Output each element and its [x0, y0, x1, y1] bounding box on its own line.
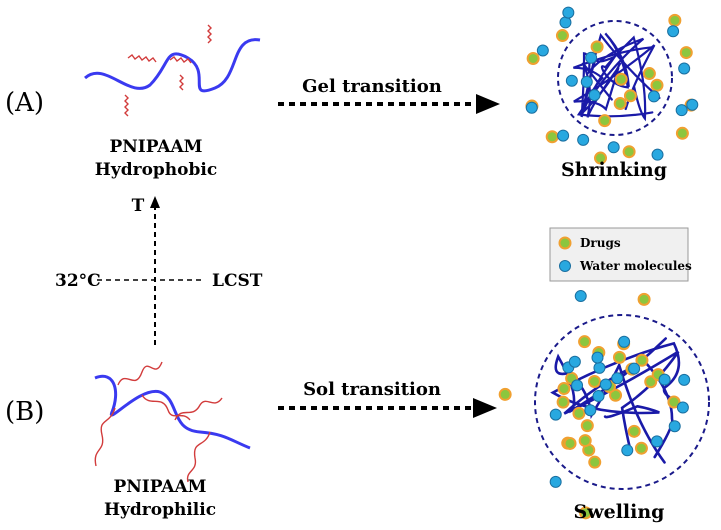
- drug-molecule: [679, 46, 693, 60]
- water-molecule: [599, 378, 612, 391]
- water-molecule: [585, 51, 598, 64]
- panel-b-label: (B): [5, 397, 44, 427]
- water-molecule: [621, 444, 634, 457]
- water-molecule: [651, 148, 664, 161]
- drug-molecule: [588, 455, 602, 469]
- drug-molecule: [598, 114, 612, 128]
- water-molecule: [588, 89, 601, 102]
- water-molecule: [676, 401, 689, 414]
- water-molecule: [592, 390, 605, 403]
- water-molecule: [525, 101, 538, 114]
- water-molecule: [536, 44, 549, 57]
- network-boundary: [557, 20, 673, 136]
- water-molecule: [580, 75, 593, 88]
- drug-molecule: [623, 89, 637, 103]
- water-molecule: [650, 435, 663, 448]
- water-molecule: [568, 355, 581, 368]
- swelling-network: [498, 290, 710, 520]
- drug-molecule: [667, 395, 681, 409]
- legend: [549, 227, 689, 282]
- swelling-label: Swelling: [574, 501, 665, 523]
- legend-drugs: Drugs: [580, 236, 621, 250]
- drug-molecule: [590, 40, 604, 54]
- drug-molecule: [587, 374, 601, 388]
- water-molecule: [607, 141, 620, 154]
- drug-molecule: [612, 350, 626, 364]
- water-molecule: [675, 104, 688, 117]
- gel-transition-label: Gel transition: [302, 76, 442, 97]
- drug-molecule: [614, 72, 628, 86]
- panel-b-polymer-state: Hydrophilic: [104, 500, 216, 520]
- hydrophilic-chain: [94, 361, 251, 483]
- water-molecule: [678, 62, 691, 75]
- panel-a-polymer-name: PNIPAAM: [109, 137, 202, 157]
- shrinking-label: Shrinking: [561, 159, 667, 181]
- drug-molecule: [642, 67, 656, 81]
- drug-molecule: [634, 441, 648, 455]
- water-molecule: [667, 25, 680, 38]
- water-molecule: [562, 6, 575, 19]
- drug-molecule: [580, 419, 594, 433]
- drug-molecule: [545, 130, 559, 144]
- drug-molecule: [668, 13, 682, 27]
- lcst-label: LCST: [212, 271, 263, 291]
- drug-molecule: [637, 292, 651, 306]
- water-molecule: [658, 373, 671, 386]
- water-molecule: [678, 373, 691, 386]
- shrinking-network: [525, 6, 699, 165]
- sol-transition-label: Sol transition: [303, 379, 441, 400]
- water-molecule: [574, 290, 587, 303]
- drug-molecule: [613, 96, 627, 110]
- temperature-label: T: [132, 196, 145, 216]
- panel-a-label: (A): [5, 88, 44, 118]
- water-molecule: [611, 372, 624, 385]
- network-boundary: [534, 314, 710, 490]
- water-molecule: [591, 351, 604, 364]
- drug-molecule: [675, 126, 689, 140]
- drug-molecule: [622, 145, 636, 159]
- water-molecule: [647, 90, 660, 103]
- drug-molecule: [563, 436, 577, 450]
- water-molecule: [549, 408, 562, 421]
- water-molecule: [549, 475, 562, 488]
- hydrophobic-chain: [83, 24, 261, 117]
- sol-transition-arrow: [278, 398, 497, 418]
- water-molecule: [686, 98, 699, 111]
- water-molecule: [584, 404, 597, 417]
- drug-molecule: [556, 395, 570, 409]
- water-molecule: [668, 420, 681, 433]
- panel-b-polymer-name: PNIPAAM: [113, 477, 206, 497]
- water-molecule: [577, 133, 590, 146]
- legend-water: Water molecules: [579, 259, 692, 273]
- drug-molecule: [526, 51, 540, 65]
- drug-molecule: [572, 406, 586, 420]
- drug-molecule: [609, 388, 623, 402]
- drug-molecule: [635, 353, 649, 367]
- drug-molecule: [579, 506, 593, 520]
- lcst-temp-label: 32°C: [55, 271, 101, 291]
- water-molecule: [559, 16, 572, 29]
- drug-molecule: [498, 387, 512, 401]
- water-molecule: [571, 379, 584, 392]
- drug-molecule: [557, 382, 571, 396]
- gel-transition-arrow: [278, 94, 500, 114]
- drug-molecule: [594, 151, 608, 165]
- water-molecule: [557, 129, 570, 142]
- drug-molecule: [578, 434, 592, 448]
- temperature-axis: [97, 196, 205, 345]
- drug-molecule: [555, 29, 569, 43]
- water-molecule: [593, 361, 606, 374]
- water-molecule: [628, 362, 641, 375]
- drug-molecule: [578, 335, 592, 349]
- panel-a-polymer-state: Hydrophobic: [95, 160, 217, 180]
- water-molecule: [618, 335, 631, 348]
- drug-molecule: [650, 78, 664, 92]
- water-molecule: [565, 74, 578, 87]
- drug-molecule: [627, 424, 641, 438]
